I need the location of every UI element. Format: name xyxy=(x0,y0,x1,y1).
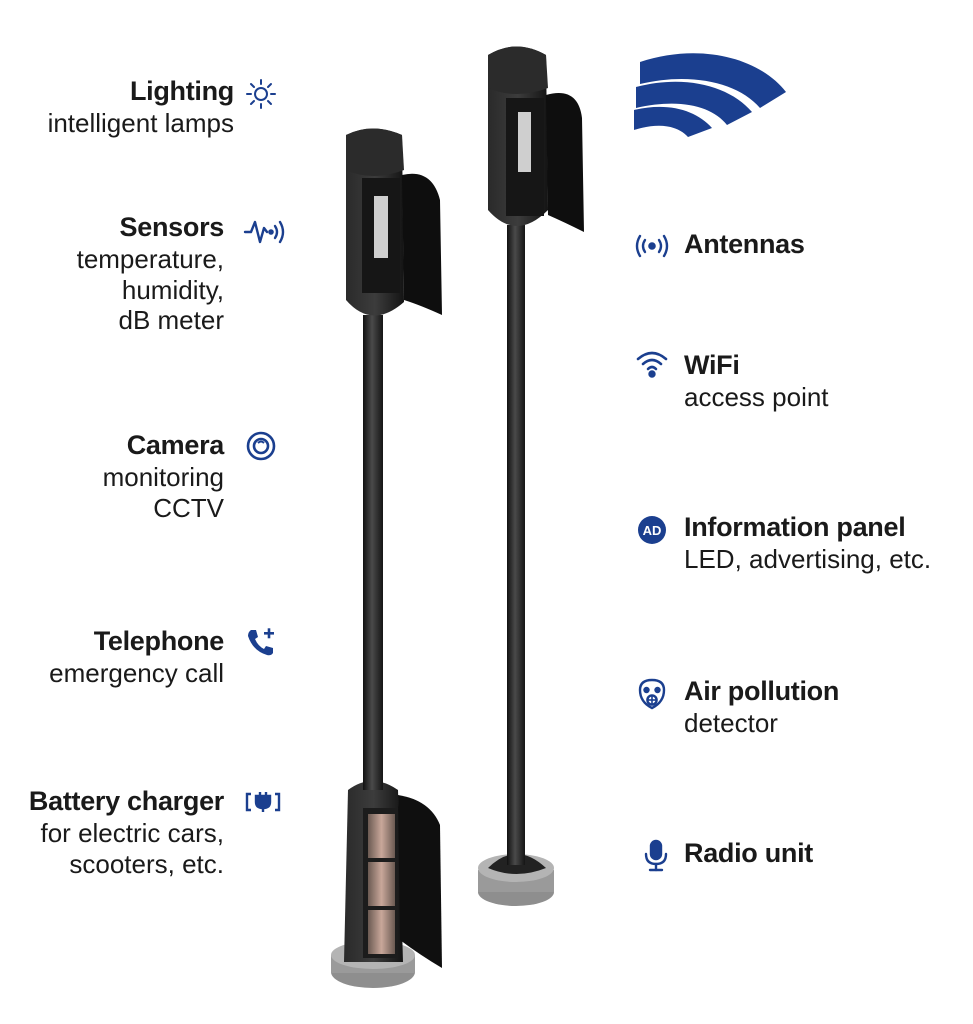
feature-air-pollution: Air pollution detector xyxy=(684,676,839,739)
feature-lighting: Lighting intelligent lamps xyxy=(0,76,235,139)
right-pole xyxy=(478,46,584,906)
feature-title: Battery charger xyxy=(28,786,224,816)
feature-desc: emergency call xyxy=(49,657,224,688)
plug-icon xyxy=(243,784,281,820)
camera-lens-icon xyxy=(243,428,279,464)
sensor-pulse-icon xyxy=(243,214,285,250)
feature-desc: for electric cars, scooters, etc. xyxy=(40,817,225,879)
feature-radio-unit: Radio unit xyxy=(684,838,813,870)
feature-desc: detector xyxy=(684,707,778,738)
feature-title: Antennas xyxy=(684,229,805,259)
feature-desc: temperature, humidity, dB meter xyxy=(76,243,224,336)
left-pole xyxy=(331,128,442,988)
feature-camera: Camera monitoring CCTV xyxy=(0,430,225,523)
feature-desc: intelligent lamps xyxy=(47,107,234,138)
svg-text:AD: AD xyxy=(643,523,662,538)
feature-title: Telephone xyxy=(93,626,225,656)
feature-title: Sensors xyxy=(119,212,225,242)
phone-plus-icon xyxy=(243,624,279,660)
feature-antennas: Antennas xyxy=(684,229,805,261)
feature-information-panel: Information panel LED, advertising, etc. xyxy=(684,512,931,575)
feature-desc: access point xyxy=(684,381,829,412)
feature-wifi: WiFi access point xyxy=(684,350,829,413)
gas-mask-icon xyxy=(634,676,670,712)
ad-badge-icon: AD xyxy=(634,512,670,548)
feature-title: Camera xyxy=(126,430,225,460)
antenna-icon xyxy=(632,228,669,264)
wifi-logo-arcs xyxy=(634,53,786,137)
wifi-icon xyxy=(634,346,670,382)
microphone-icon xyxy=(638,838,674,874)
feature-sensors: Sensors temperature, humidity, dB meter xyxy=(0,212,225,336)
feature-title: Lighting xyxy=(129,76,234,106)
feature-battery-charger: Battery charger for electric cars, scoot… xyxy=(0,786,224,879)
feature-title: Information panel xyxy=(684,512,906,542)
feature-desc: LED, advertising, etc. xyxy=(684,543,932,574)
sun-icon xyxy=(243,76,279,112)
feature-title: WiFi xyxy=(684,350,740,380)
feature-title: Radio unit xyxy=(684,838,813,868)
feature-title: Air pollution xyxy=(684,676,840,706)
feature-telephone: Telephone emergency call xyxy=(0,626,224,689)
feature-desc: monitoring CCTV xyxy=(102,461,224,523)
